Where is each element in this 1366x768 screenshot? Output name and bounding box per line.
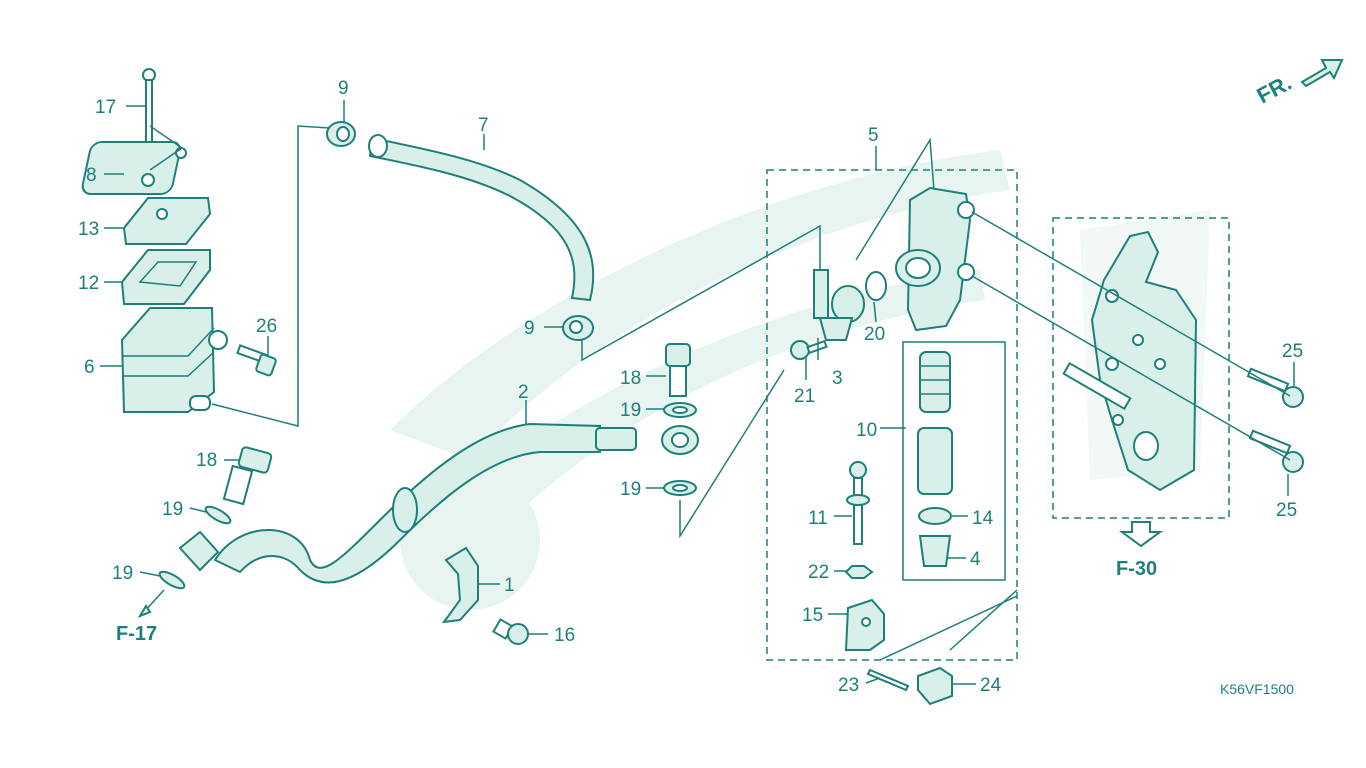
- cotter-pin-23: [866, 668, 910, 692]
- hose-clip-9-bottom: [562, 315, 594, 341]
- sealing-washer-19-d: [663, 480, 697, 496]
- diagram-code: K56VF1500: [1220, 681, 1294, 697]
- push-rod-joint-15: [844, 598, 885, 651]
- reservoir-body-6: [120, 307, 228, 413]
- callout-4: 4: [970, 549, 981, 570]
- callout-5: 5: [868, 125, 879, 146]
- bolt-16: [492, 618, 529, 645]
- callout-2: 2: [518, 382, 529, 403]
- mounting-bracket-group: [971, 211, 1304, 548]
- callout-16: 16: [554, 625, 575, 646]
- reservoir-hose-group: [326, 121, 821, 362]
- banjo-bolt-18-left: [222, 446, 273, 506]
- screw-21: [790, 339, 828, 360]
- callout-13: 13: [78, 219, 99, 240]
- arrow-right-icon: [1300, 59, 1344, 88]
- reference-f30[interactable]: F-30: [1116, 558, 1157, 580]
- callout-3: 3: [832, 368, 843, 389]
- callout-22: 22: [808, 562, 829, 583]
- joint-pin-24: [917, 666, 953, 706]
- reservoir-cap-8: [81, 125, 187, 195]
- callout-24: 24: [980, 675, 1002, 696]
- piston-set-10: [917, 351, 953, 495]
- callout-7: 7: [478, 115, 489, 136]
- callout-17: 17: [95, 97, 116, 118]
- callout-19-d: 19: [620, 479, 641, 500]
- callout-1: 1: [504, 575, 515, 596]
- hose-joint-3: [813, 269, 865, 341]
- diaphragm-12: [120, 249, 211, 305]
- callout-15: 15: [802, 605, 823, 626]
- bolt-26: [236, 344, 277, 377]
- brake-hose-2: [178, 422, 699, 584]
- callout-19-b: 19: [112, 563, 133, 584]
- hose-clamp-1: [441, 546, 479, 624]
- leader-lines: [100, 100, 1295, 685]
- callout-25-bottom: 25: [1276, 500, 1297, 521]
- callout-12: 12: [78, 273, 99, 294]
- hose-clip-9-top: [326, 121, 356, 147]
- reference-f17[interactable]: F-17: [116, 623, 157, 645]
- callout-18-left: 18: [196, 450, 217, 471]
- sealing-washer-19-c: [663, 402, 697, 418]
- callout-8: 8: [86, 165, 97, 186]
- bolt-25-bottom: [1248, 429, 1304, 473]
- boot-4: [918, 535, 952, 567]
- sealing-washer-19-b: [158, 570, 186, 590]
- callout-9-bottom: 9: [524, 318, 535, 339]
- callout-11: 11: [808, 508, 828, 529]
- sealing-washer-19-a: [204, 505, 232, 525]
- callout-21: 21: [794, 386, 815, 407]
- callout-19-c: 19: [620, 400, 641, 421]
- nut-22: [844, 565, 874, 579]
- callout-9-top: 9: [338, 78, 349, 99]
- callout-6: 6: [84, 357, 95, 378]
- front-direction-label: FR.: [1253, 70, 1296, 109]
- cup-14: [918, 507, 952, 525]
- callout-20: 20: [864, 324, 885, 345]
- callout-19-a: 19: [162, 499, 183, 520]
- arrow-down-icon: [1118, 521, 1164, 548]
- banjo-bolt-18-right: [665, 343, 691, 397]
- callout-23: 23: [838, 675, 859, 696]
- master-cylinder-body: [895, 186, 975, 332]
- front-direction-indicator: FR.: [1253, 59, 1344, 109]
- master-cylinder-group: [766, 137, 1018, 706]
- callout-labels: 17 8 13 12 6 26 9 7 9 2 18 19 19 18 19 1…: [78, 78, 1303, 696]
- callout-25-top: 25: [1282, 341, 1303, 362]
- o-ring-20: [865, 271, 887, 301]
- diaphragm-plate-13: [122, 197, 212, 245]
- callout-18-right: 18: [620, 368, 641, 389]
- callout-10: 10: [856, 420, 877, 441]
- callout-14: 14: [972, 508, 994, 529]
- reservoir-group: [81, 68, 331, 427]
- push-rod-11: [846, 461, 870, 545]
- callout-26: 26: [256, 316, 277, 337]
